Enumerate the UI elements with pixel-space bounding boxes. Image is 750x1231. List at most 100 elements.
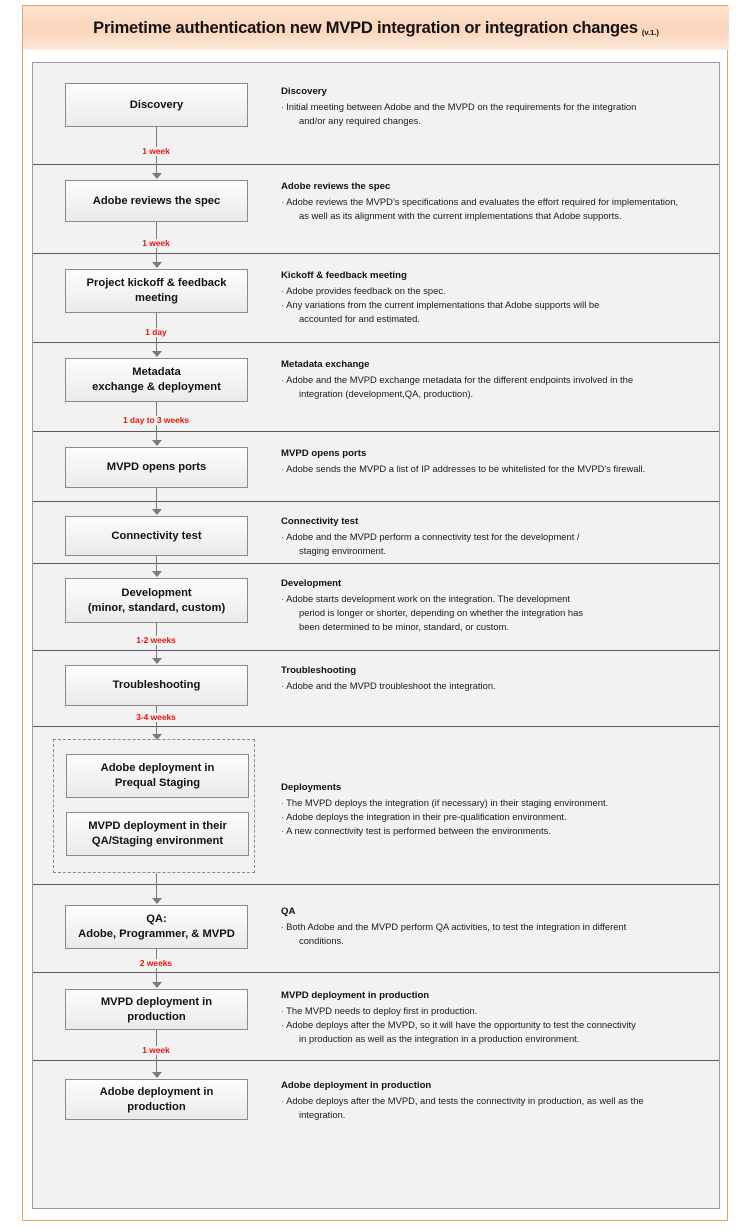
step-label-line1: Metadata	[132, 366, 181, 379]
step-column: Discovery 1 week	[33, 63, 273, 165]
desc-item-cont: period is longer or shorter, depending o…	[299, 606, 584, 618]
desc-list: ·Adobe and the MVPD perform a connectivi…	[281, 530, 713, 557]
desc-item-cont: integration.	[299, 1108, 346, 1120]
step-column: MVPD opens ports	[33, 432, 273, 502]
step-column: Project kickoff & feedback meeting 1 day	[33, 254, 273, 343]
step-box-mvpd-qa-staging[interactable]: MVPD deployment in their QA/Staging envi…	[66, 812, 249, 856]
description-column: Deployments ·The MVPD deploys the integr…	[281, 727, 713, 939]
desc-item: ·Adobe deploys the integration in their …	[281, 810, 713, 823]
arrow-head-icon	[151, 734, 162, 740]
flow-row-mvpd-opens-ports: MVPD opens ports MVPD opens ports ·Adobe…	[33, 432, 719, 502]
bullet-dot: ·	[281, 592, 285, 604]
step-column: Adobe deployment in production	[33, 1061, 273, 1159]
desc-text: A new connectivity test is performed bet…	[286, 824, 551, 836]
duration-badge-1week: 1 week	[138, 146, 174, 157]
desc-text: Initial meeting between Adobe and the MV…	[286, 100, 637, 112]
arrow-head-icon	[151, 173, 162, 179]
arrow-head-icon	[151, 898, 162, 904]
desc-text: Adobe and the MVPD troubleshoot the inte…	[286, 679, 496, 691]
desc-item-cont: integration (development,QA, production)…	[299, 387, 474, 399]
desc-title: MVPD deployment in production	[281, 990, 430, 1001]
description-column: QA ·Both Adobe and the MVPD perform QA a…	[281, 885, 713, 993]
bullet-dot: ·	[281, 1094, 285, 1106]
desc-list: ·Adobe and the MVPD exchange metadata fo…	[281, 373, 713, 400]
desc-text: Adobe deploys after the MVPD, and tests …	[286, 1094, 644, 1106]
step-box-discovery[interactable]: Discovery	[65, 83, 248, 127]
step-box-qa[interactable]: QA: Adobe, Programmer, & MVPD	[65, 905, 248, 949]
connector-line	[156, 254, 158, 262]
step-box-project-kickoff[interactable]: Project kickoff & feedback meeting	[65, 269, 248, 313]
desc-item-cont: and/or any required changes.	[299, 114, 421, 126]
desc-list: ·Adobe and the MVPD troubleshoot the int…	[281, 679, 713, 692]
step-box-adobe-prequal-staging[interactable]: Adobe deployment in Prequal Staging	[66, 754, 249, 798]
desc-text: Adobe deploys the integration in their p…	[286, 810, 567, 822]
desc-text: Both Adobe and the MVPD perform QA activ…	[286, 920, 627, 932]
step-box-adobe-reviews-spec[interactable]: Adobe reviews the spec	[65, 180, 248, 222]
step-label-line1: MVPD deployment in their	[88, 820, 227, 833]
flow-row-deployments: Adobe deployment in Prequal Staging MVPD…	[33, 727, 719, 885]
step-box-development[interactable]: Development (minor, standard, custom)	[65, 578, 248, 623]
flow-row-project-kickoff: Project kickoff & feedback meeting 1 day…	[33, 254, 719, 343]
desc-title: Connectivity test	[281, 516, 359, 527]
description-column: Metadata exchange ·Adobe and the MVPD ex…	[281, 343, 713, 447]
desc-text: The MVPD deploys the integration (if nec…	[286, 796, 609, 808]
connector-line	[156, 165, 158, 173]
description-column: Adobe reviews the spec ·Adobe reviews th…	[281, 165, 713, 269]
desc-item-cont: staging environment.	[299, 544, 387, 556]
description-column: MVPD opens ports ·Adobe sends the MVPD a…	[281, 432, 713, 517]
desc-text: Adobe reviews the MVPD's specifications …	[286, 195, 679, 207]
arrow-head-icon	[151, 1072, 162, 1078]
duration-badge-1week: 1 week	[138, 1045, 174, 1056]
desc-item: ·The MVPD deploys the integration (if ne…	[281, 796, 713, 809]
step-box-connectivity-test[interactable]: Connectivity test	[65, 516, 248, 556]
connector-line	[156, 651, 158, 658]
step-label-line2: (minor, standard, custom)	[87, 601, 226, 614]
connector-line	[156, 564, 158, 571]
step-label-line1: Adobe deployment in	[100, 762, 215, 775]
step-box-mvpd-production[interactable]: MVPD deployment in production	[65, 989, 248, 1030]
step-label: MVPD opens ports	[106, 461, 207, 474]
step-label: Adobe reviews the spec	[92, 194, 221, 207]
connector-line	[156, 727, 158, 734]
duration-badge-1day: 1 day	[141, 327, 171, 338]
flow-row-adobe-reviews-spec: Adobe reviews the spec 1 week Adobe revi…	[33, 165, 719, 254]
duration-badge-1week: 1 week	[138, 238, 174, 249]
desc-item: ·Any variations from the current impleme…	[281, 298, 713, 311]
desc-item: ·Adobe sends the MVPD a list of IP addre…	[281, 462, 713, 475]
connector-line	[156, 432, 158, 440]
step-label-line1: Development	[121, 586, 192, 599]
desc-item-cont: conditions.	[299, 934, 344, 946]
connector-line	[156, 1030, 158, 1061]
desc-list: ·Adobe provides feedback on the spec. ·A…	[281, 284, 713, 325]
step-box-mvpd-opens-ports[interactable]: MVPD opens ports	[65, 447, 248, 488]
step-box-troubleshooting[interactable]: Troubleshooting	[65, 665, 248, 706]
step-column: Connectivity test	[33, 502, 273, 564]
orange-frame: Primetime authentication new MVPD integr…	[22, 5, 729, 1221]
arrow-head-icon	[151, 351, 162, 357]
step-box-metadata-exchange[interactable]: Metadata exchange & deployment	[65, 358, 248, 402]
duration-badge-1day-to-3weeks: 1 day to 3 weeks	[118, 415, 194, 426]
step-label-line1: QA:	[146, 913, 167, 926]
step-column: QA: Adobe, Programmer, & MVPD 2 weeks	[33, 885, 273, 973]
arrow-head-icon	[151, 440, 162, 446]
desc-item-cont: accounted for and estimated.	[299, 312, 420, 324]
step-label-line2: exchange & deployment	[92, 381, 221, 393]
description-column: MVPD deployment in production ·The MVPD …	[281, 973, 713, 1077]
desc-title: QA	[281, 906, 296, 917]
description-column: Development ·Adobe starts development wo…	[281, 564, 713, 664]
duration-badge-2weeks: 2 weeks	[135, 958, 177, 969]
desc-item: ·Adobe reviews the MVPD's specifications…	[281, 195, 713, 208]
flow-row-qa: QA: Adobe, Programmer, & MVPD 2 weeks QA…	[33, 885, 719, 973]
connector-line	[156, 488, 158, 502]
flow-row-discovery: Discovery 1 week Discovery ·Initial meet…	[33, 63, 719, 165]
desc-list: ·Adobe reviews the MVPD's specifications…	[281, 195, 713, 222]
bullet-dot: ·	[281, 1004, 285, 1016]
desc-item: ·Both Adobe and the MVPD perform QA acti…	[281, 920, 713, 933]
desc-text: Adobe starts development work on the int…	[286, 592, 570, 604]
deployments-group: Adobe deployment in Prequal Staging MVPD…	[53, 739, 255, 873]
connector-line	[156, 973, 158, 982]
desc-list: ·The MVPD deploys the integration (if ne…	[281, 796, 713, 837]
step-box-adobe-production[interactable]: Adobe deployment in production	[65, 1079, 248, 1120]
step-column: Troubleshooting 3-4 weeks	[33, 651, 273, 727]
